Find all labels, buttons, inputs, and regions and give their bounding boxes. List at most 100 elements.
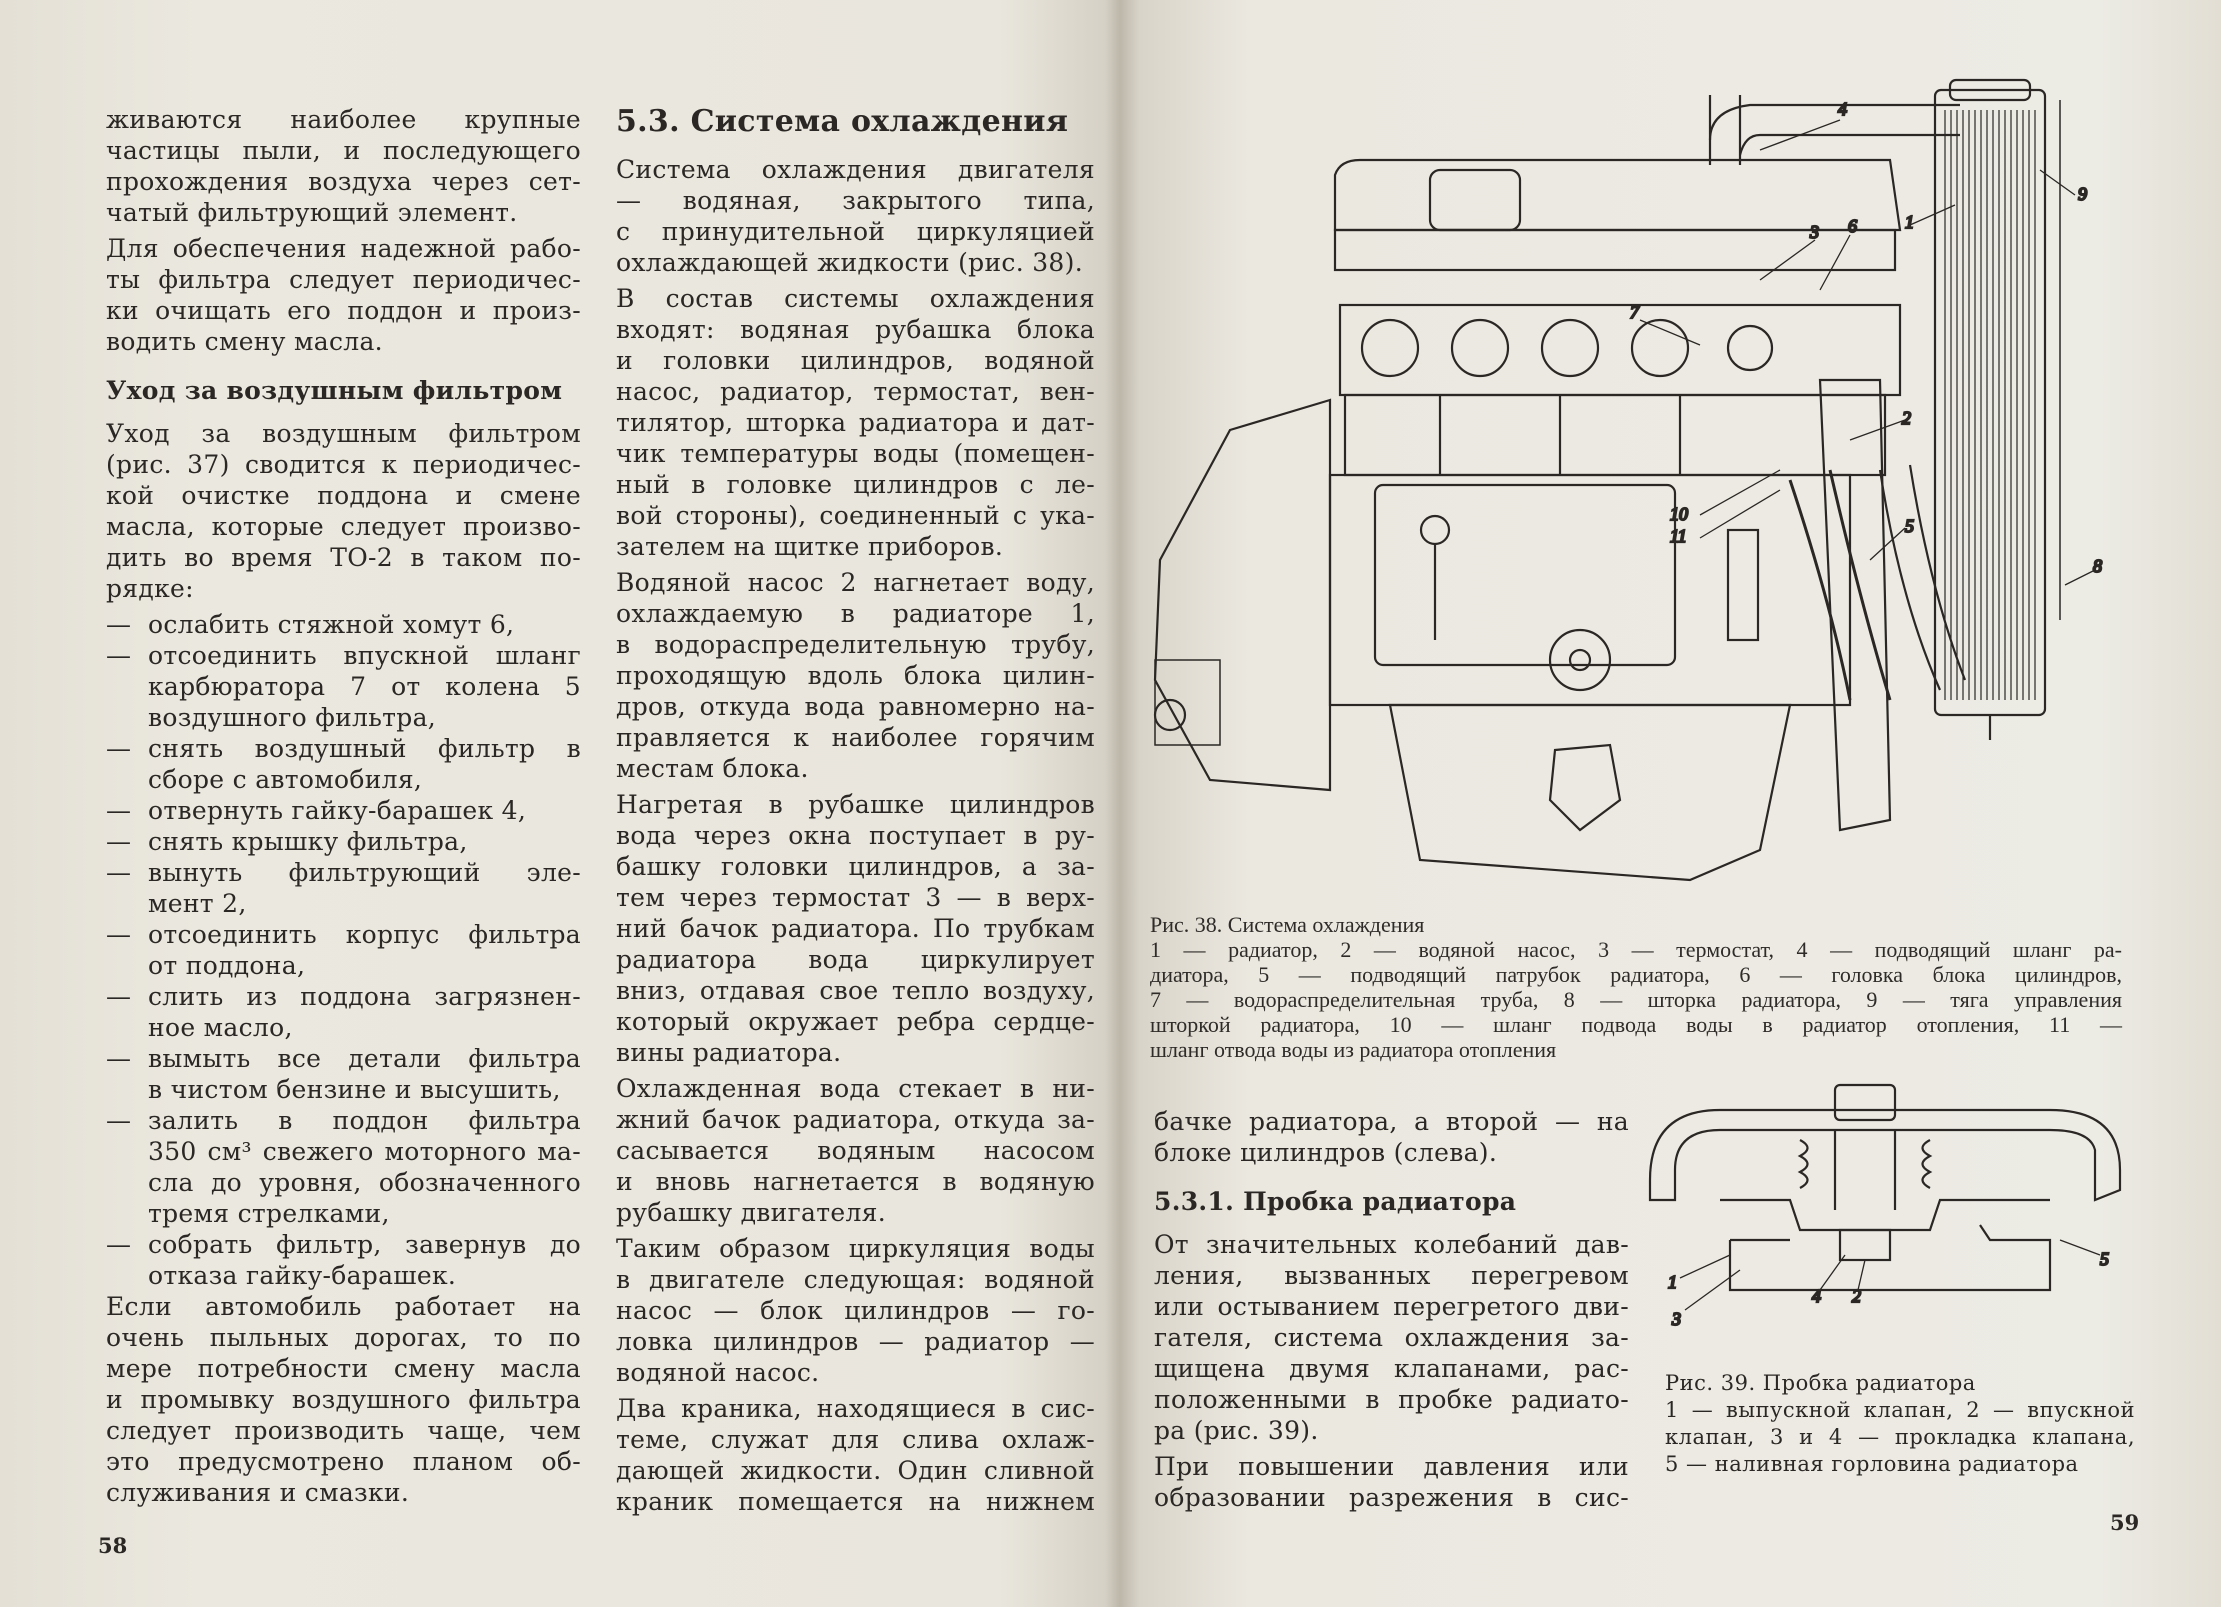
figure-38-engine-drawing: 4 9 1 3 6 7 2 10 11 5 8 <box>1153 78 2103 882</box>
figure-39-caption-title: Рис. 39. Пробка радиатора <box>1665 1371 1976 1395</box>
text-line: мент 2, <box>148 889 247 918</box>
callout-label: 6 <box>1848 216 1857 236</box>
callout-label: 11 <box>1670 526 1687 546</box>
text-line: Для обеспечения надежной рабо- <box>106 234 581 263</box>
list-dash: — <box>106 610 132 639</box>
text-line: Нагретая в рубашке цилиндров <box>616 790 1095 819</box>
callout-label: 5 <box>2100 1249 2109 1269</box>
text-line: насос — блок цилиндров — го- <box>616 1296 1095 1325</box>
callout-label: 2 <box>1852 1286 1861 1306</box>
subsection-heading: Уход за воздушным фильтром <box>106 376 563 405</box>
text-line: вниз, отдавая свое тепло воздуху, <box>616 976 1095 1005</box>
text-line: в водораспределительную трубу, <box>616 630 1095 659</box>
text-line: чик температуры воды (помещен- <box>616 439 1095 468</box>
text-line: сла до уровня, обозначенного <box>148 1168 581 1197</box>
text-line: вынуть фильтрующий эле- <box>148 858 581 887</box>
figure-39-caption: Рис. 39. Пробка радиатора 1 — выпускной … <box>1665 1370 2135 1478</box>
caption-line: 1 — радиатор, 2 — водяной насос, 3 — тер… <box>1150 937 2122 962</box>
list-item-text: отвернуть гайку-барашек 4, <box>148 795 581 826</box>
text-line: снять воздушный фильтр в <box>148 734 581 763</box>
text-line: с принудительной циркуляцией <box>616 217 1095 246</box>
list-item: — ослабить стяжной хомут 6, <box>106 609 581 640</box>
text-line: частицы пыли, и последующего <box>106 136 581 165</box>
text-line: вымыть все детали фильтра <box>148 1044 581 1073</box>
list-dash: — <box>106 641 132 670</box>
text-line: (рис. 37) сводится к периодичес- <box>106 450 581 479</box>
text-line: снять крышку фильтра, <box>148 827 468 856</box>
callout-label: 3 <box>1671 1309 1681 1329</box>
text-line: зателем на щитке приборов. <box>616 532 1004 561</box>
callout-label: 1 <box>1905 212 1914 232</box>
list-item: — вынуть фильтрующий эле-мент 2, <box>106 857 581 919</box>
text-line: Два краника, находящиеся в сис- <box>616 1394 1095 1423</box>
text-line: вины радиатора. <box>616 1038 842 1067</box>
callout-label: 4 <box>1838 99 1847 119</box>
text-line: в двигателе следующая: водяной <box>616 1265 1095 1294</box>
text-line: отвернуть гайку-барашек 4, <box>148 796 527 825</box>
text-line: жний бачок радиатора, откуда за- <box>616 1105 1095 1134</box>
text-line: гателя, система охлаждения за- <box>1154 1323 1629 1352</box>
text-line: чатый фильтрующий элемент. <box>106 198 518 227</box>
text-line: теме, служат для слива охлаж- <box>616 1425 1095 1454</box>
text-line: вой стороны), соединенный с ука- <box>616 501 1095 530</box>
text-line: При повышении давления или <box>1154 1452 1629 1481</box>
text-line: следует производить чаще, чем <box>106 1416 581 1445</box>
text-line: положенными в пробке радиато- <box>1154 1385 1629 1414</box>
caption-line: 7 — водораспределительная труба, 8 — што… <box>1150 987 2122 1012</box>
text-line: рядке: <box>106 574 194 603</box>
text-line: насос, радиатор, термостат, вен- <box>616 377 1095 406</box>
list-item: — снять крышку фильтра, <box>106 826 581 857</box>
text-line: ления, вызванных перегревом <box>1154 1261 1629 1290</box>
text-line: От значительных колебаний дав- <box>1154 1230 1629 1259</box>
text-line: отсоединить корпус фильтра <box>148 920 581 949</box>
text-line: и головки цилиндров, водяной <box>616 346 1095 375</box>
paragraph: Два краника, находящиеся в сис-теме, слу… <box>616 1393 1095 1517</box>
text-line: — водяная, закрытого типа, <box>616 186 1095 215</box>
text-line: правляется к наиболее горячим <box>616 723 1095 752</box>
list-dash: — <box>106 1106 132 1135</box>
list-item-text: слить из поддона загрязнен-ное масло, <box>148 981 581 1043</box>
text-line: ное масло, <box>148 1013 293 1042</box>
text-line: рубашку двигателя. <box>616 1198 886 1227</box>
list-dash: — <box>106 982 132 1011</box>
text-line: тем через термостат 3 — в верх- <box>616 883 1095 912</box>
text-line: мере потребности смену масла <box>106 1354 581 1383</box>
text-line: водяной насос. <box>616 1358 820 1387</box>
list-dash: — <box>106 796 132 825</box>
text-line: ослабить стяжной хомут 6, <box>148 610 515 639</box>
text-line: залить в поддон фильтра <box>148 1106 581 1135</box>
text-line: и промывку воздушного фильтра <box>106 1385 581 1414</box>
text-line: Если автомобиль работает на <box>106 1292 581 1321</box>
list-dash: — <box>106 827 132 856</box>
text-line: щищена двумя клапанами, рас- <box>1154 1354 1629 1383</box>
text-line: водить смену масла. <box>106 327 383 356</box>
text-line: вода через окна поступает в ру- <box>616 821 1095 850</box>
text-line: проходящую вдоль блока цилин- <box>616 661 1095 690</box>
text-line: живаются наиболее крупные <box>106 105 581 134</box>
callout-label: 2 <box>1902 408 1911 428</box>
figure-38-caption: Рис. 38. Система охлаждения 1 — радиатор… <box>1150 912 2122 1062</box>
paragraph: Для обеспечения надежной рабо-ты фильтра… <box>106 233 581 357</box>
callout-label: 10 <box>1670 504 1688 524</box>
text-line: сасывается водяным насосом <box>616 1136 1095 1165</box>
text-line: охлаждаемую в радиаторе 1, <box>616 599 1095 628</box>
text-line: образовании разрежения в сис- <box>1154 1483 1629 1512</box>
paragraph: От значительных колебаний дав-ления, выз… <box>1154 1229 1629 1446</box>
text-line: это предусмотрено планом об- <box>106 1447 581 1476</box>
list-dash: — <box>106 858 132 887</box>
text-line: ра (рис. 39). <box>1154 1416 1319 1445</box>
text-line: отказа гайку-барашек. <box>148 1261 457 1290</box>
figure-39-radiator-cap-drawing: 1 3 4 2 5 <box>1648 1083 2122 1330</box>
list-dash: — <box>106 920 132 949</box>
text-line: прохождения воздуха через сет- <box>106 167 581 196</box>
page-number-right: 59 <box>2110 1510 2140 1535</box>
